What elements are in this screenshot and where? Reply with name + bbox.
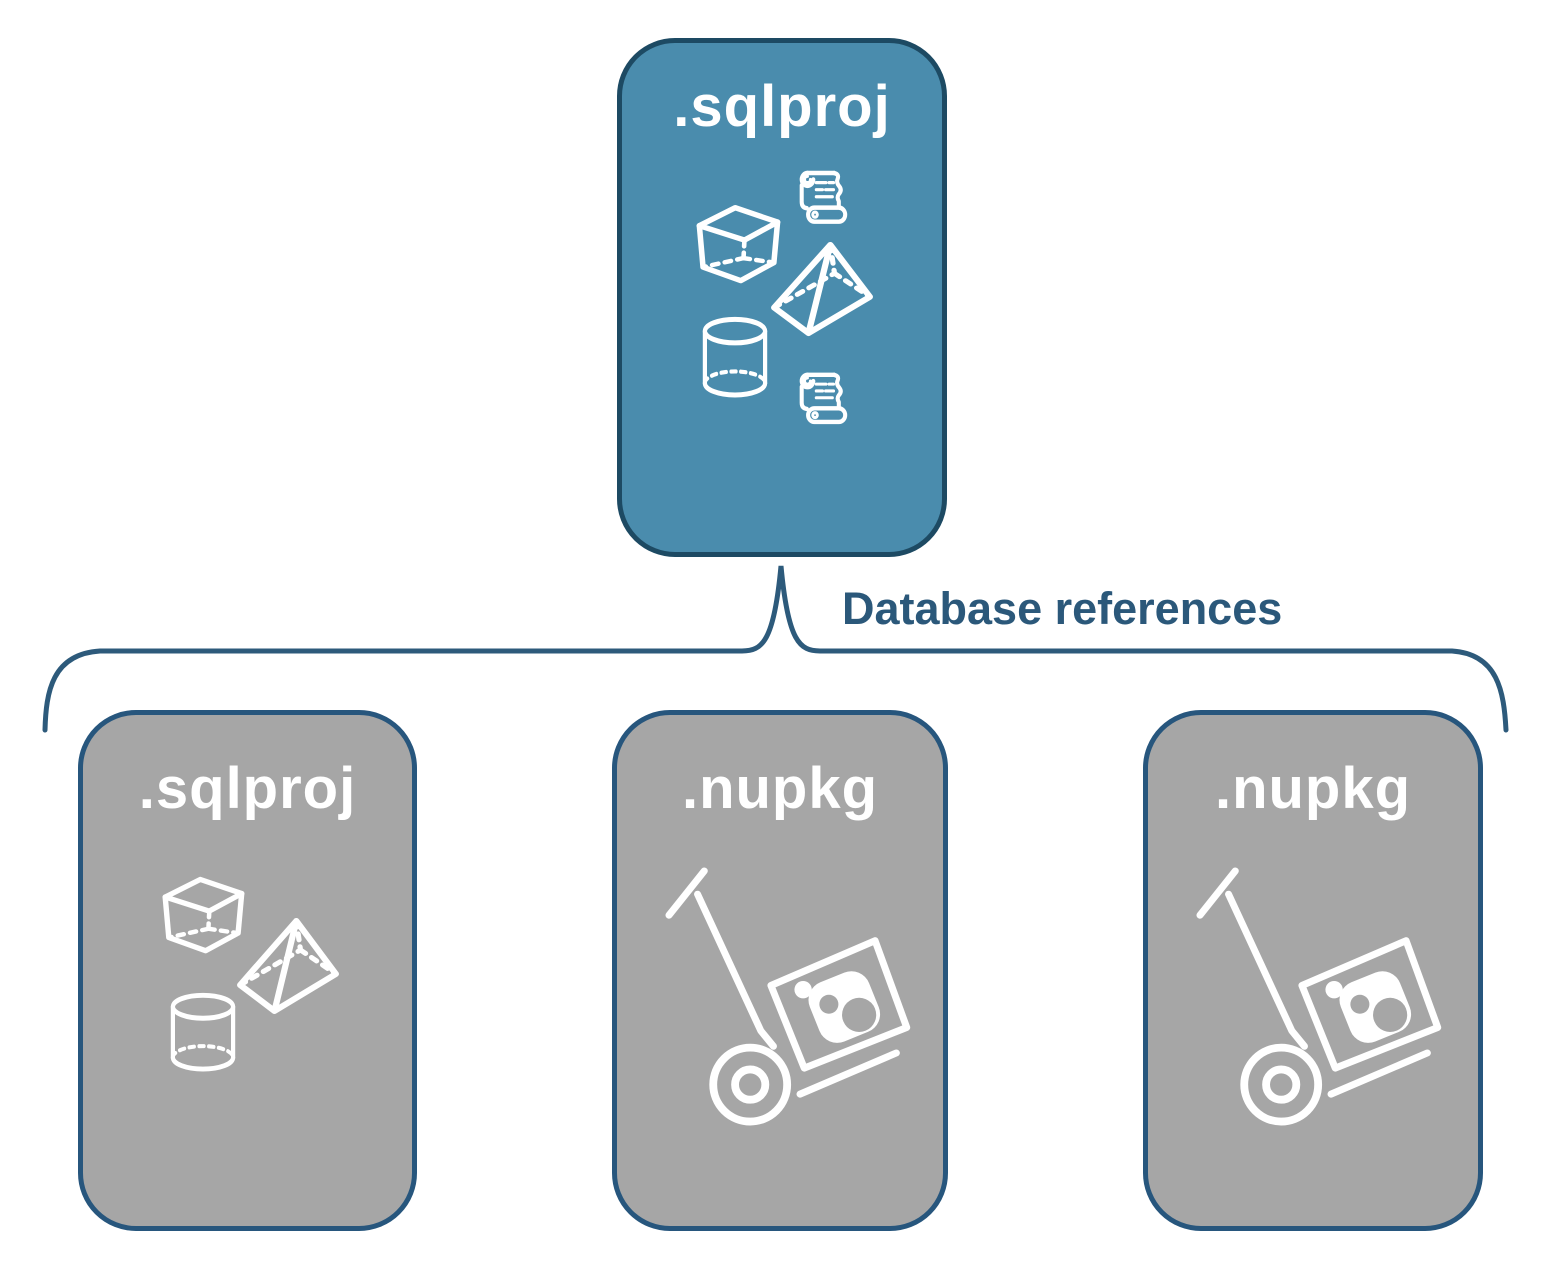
child-card-nupkg-2: .nupkg: [1143, 710, 1483, 1231]
edge-label-database-references: Database references: [842, 583, 1283, 634]
root-card-title: .sqlproj: [673, 74, 891, 139]
child-card-sqlproj: .sqlproj: [78, 710, 417, 1231]
root-card-sqlproj: .sqlproj: [617, 38, 947, 557]
child-card-title: .sqlproj: [138, 756, 357, 821]
child-card-nupkg-1: .nupkg: [612, 710, 948, 1231]
brace-connector: [42, 565, 1509, 733]
child-card-title: .nupkg: [681, 756, 879, 821]
child-card-title: .nupkg: [1214, 756, 1412, 821]
